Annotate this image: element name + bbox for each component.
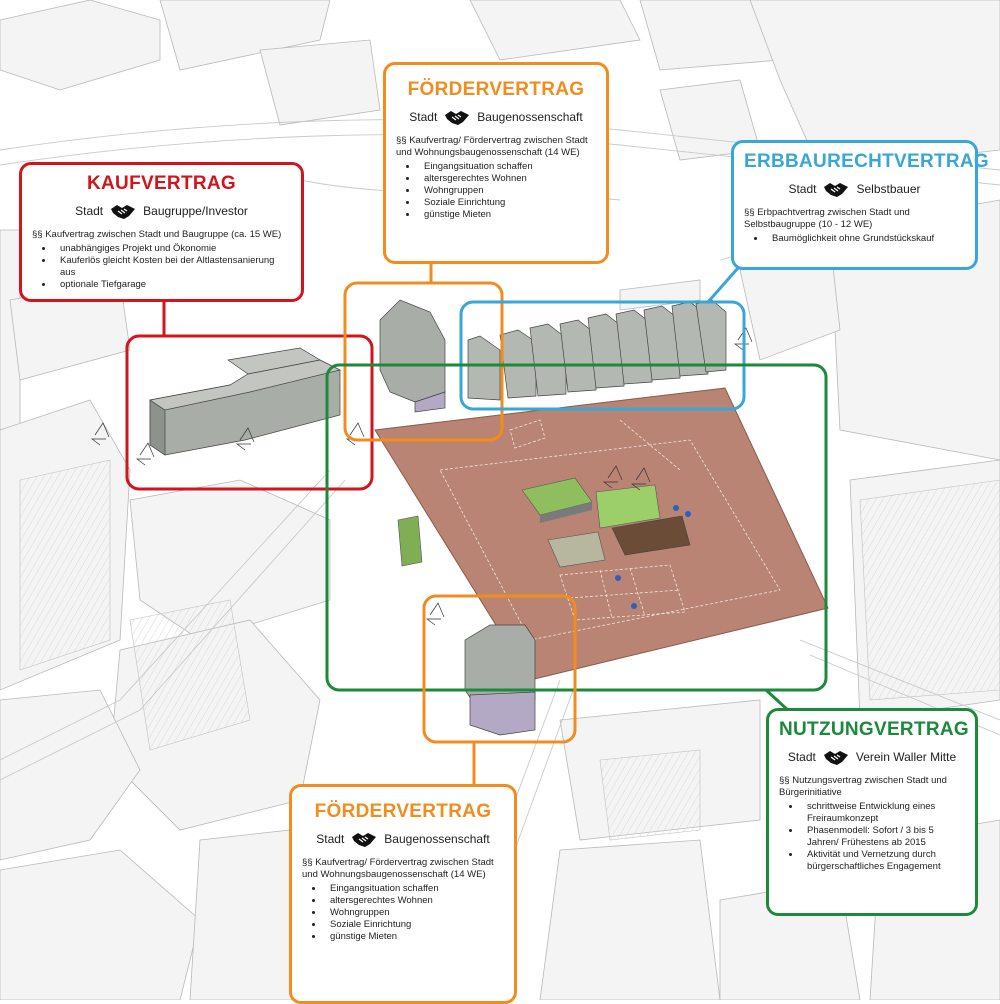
foerdervertrag-bottom-parties: Stadt Baugenossenschaft (302, 829, 504, 849)
party-a: Stadt (788, 182, 817, 196)
list-item: Eingangsituation schaffen (324, 883, 504, 895)
list-item: günstige Mieten (324, 931, 504, 943)
buildings (149, 299, 727, 736)
handshake-icon (445, 111, 470, 125)
foerdervertrag-bottom-list: Eingangsituation schaffen altersgerechte… (302, 883, 504, 943)
frame-erbbaurecht (459, 300, 746, 411)
list-item: Phasenmodell: Sofort / 3 bis 5 Jahren/ F… (801, 825, 965, 849)
party-b: Baugruppe/Investor (143, 204, 248, 218)
party-b: Baugenossenschaft (384, 832, 490, 846)
kaufvertrag-description: §§ Kaufvertrag zwischen Stadt und Baugru… (32, 229, 282, 240)
frame-kaufvertrag (125, 334, 374, 491)
foerdervertrag-bottom-card: FÖRDERVERTRAG Stadt Baugenossenschaft §§… (289, 784, 517, 1004)
list-item: Kauferlös gleicht Kosten bei der Altlast… (54, 255, 291, 279)
connector-lines (162, 262, 792, 786)
party-b: Verein Waller Mitte (855, 750, 957, 764)
trees (90, 327, 753, 626)
kaufvertrag-list: unabhängiges Projekt und Ökonomie Kaufer… (32, 243, 291, 291)
foerdervertrag-bottom-title: FÖRDERVERTRAG (314, 801, 492, 822)
erbbaurecht-title: ERBBAURECHTVERTRAG (744, 151, 990, 172)
plaza-area (374, 387, 829, 681)
frame-foerder-bottom (422, 594, 577, 744)
list-item: unabhängiges Projekt und Ökonomie (54, 243, 291, 255)
foerdervertrag-bottom-description: §§ Kaufvertrag/ Fördervertrag zwischen S… (302, 857, 494, 880)
plaza-markings (439, 419, 781, 641)
foerdervertrag-top-title: FÖRDERVERTRAG (407, 79, 585, 100)
party-a: Stadt (409, 110, 438, 124)
nutzungsvertrag-description: §§ Nutzungsvertrag zwischen Stadt und Bü… (779, 775, 947, 798)
list-item: Baumöglichkeit ohne Grundstückskauf (766, 233, 965, 245)
nutzungsvertrag-title: NUTZUNGVERTRAG (779, 719, 969, 740)
kaufvertrag-title: KAUFVERTRAG (87, 173, 236, 194)
kaufvertrag-card: KAUFVERTRAG Stadt Baugruppe/Investor §§ … (19, 162, 304, 302)
contract-area-frames (125, 281, 828, 744)
erbbaurecht-list: Baumöglichkeit ohne Grundstückskauf (744, 233, 965, 245)
list-item: Eingangsituation schaffen (418, 161, 596, 173)
erbbaurecht-description: §§ Erbpachtvertrag zwischen Stadt und Se… (744, 207, 910, 230)
plaza-features (397, 477, 691, 609)
frame-foerder-top (343, 281, 504, 442)
list-item: günstige Mieten (418, 209, 596, 221)
party-b: Selbstbauer (856, 182, 921, 196)
foerdervertrag-top-list: Eingangsituation schaffen altersgerechte… (396, 161, 596, 221)
erbbaurecht-parties: Stadt Selbstbauer (744, 179, 965, 199)
party-a: Stadt (75, 204, 104, 218)
kaufvertrag-parties: Stadt Baugruppe/Investor (32, 201, 291, 221)
handshake-icon (352, 833, 377, 847)
list-item: altersgerechtes Wohnen (324, 895, 504, 907)
foerdervertrag-top-description: §§ Kaufvertrag/ Fördervertrag zwischen S… (396, 135, 588, 158)
party-a: Stadt (787, 750, 816, 764)
foerdervertrag-top-card: FÖRDERVERTRAG Stadt Baugenossenschaft §§… (383, 62, 609, 264)
nutzungsvertrag-card: NUTZUNGVERTRAG Stadt Verein Waller Mitte… (766, 708, 978, 916)
list-item: Soziale Einrichtung (324, 919, 504, 931)
erbbaurecht-card: ERBBAURECHTVERTRAG Stadt Selbstbauer §§ … (731, 140, 990, 270)
list-item: Wohngruppen (418, 185, 596, 197)
list-item: Soziale Einrichtung (418, 197, 596, 209)
foerdervertrag-top-parties: Stadt Baugenossenschaft (396, 107, 596, 127)
list-item: altersgerechtes Wohnen (418, 173, 596, 185)
handshake-icon (824, 183, 849, 197)
list-item: Aktivität und Vernetzung durch bürgersch… (801, 849, 965, 873)
nutzungsvertrag-list: schrittweise Entwicklung eines Freiraumk… (779, 801, 965, 873)
party-b: Baugenossenschaft (477, 110, 583, 124)
handshake-icon (823, 751, 848, 765)
party-a: Stadt (316, 832, 345, 846)
list-item: schrittweise Entwicklung eines Freiraumk… (801, 801, 965, 825)
list-item: Wohngruppen (324, 907, 504, 919)
list-item: optionale Tiefgarage (54, 279, 291, 291)
handshake-icon (111, 205, 136, 219)
nutzungsvertrag-parties: Stadt Verein Waller Mitte (779, 747, 965, 767)
